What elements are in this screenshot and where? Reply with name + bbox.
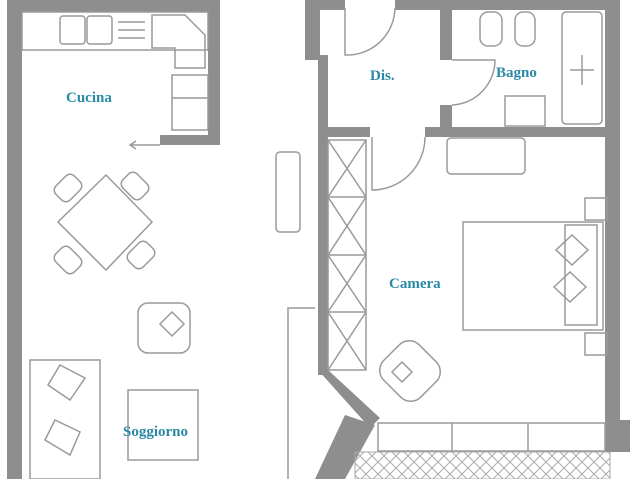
- armchair-living: [137, 302, 191, 354]
- room-label-hallway: Dis.: [370, 68, 395, 84]
- room-label-kitchen: Cucina: [66, 90, 112, 106]
- window-bottom: [377, 422, 606, 452]
- desk: [446, 137, 526, 175]
- room-label-living: Soggiorno: [123, 424, 188, 440]
- armchair-bedroom: [378, 339, 442, 403]
- kitchen-counter: [21, 11, 209, 150]
- sofa: [29, 359, 101, 479]
- cabinet: [275, 151, 301, 233]
- doors: [344, 7, 496, 191]
- balcony: [354, 451, 611, 479]
- dining-table: [53, 171, 156, 275]
- outline: [287, 307, 315, 479]
- wardrobe: [327, 139, 367, 371]
- bed: [462, 197, 608, 356]
- walls: [7, 0, 630, 479]
- bathroom-fixtures: [479, 11, 603, 127]
- room-label-bedroom: Camera: [389, 276, 441, 292]
- coffee-table: [127, 389, 199, 461]
- room-label-bathroom: Bagno: [496, 65, 537, 81]
